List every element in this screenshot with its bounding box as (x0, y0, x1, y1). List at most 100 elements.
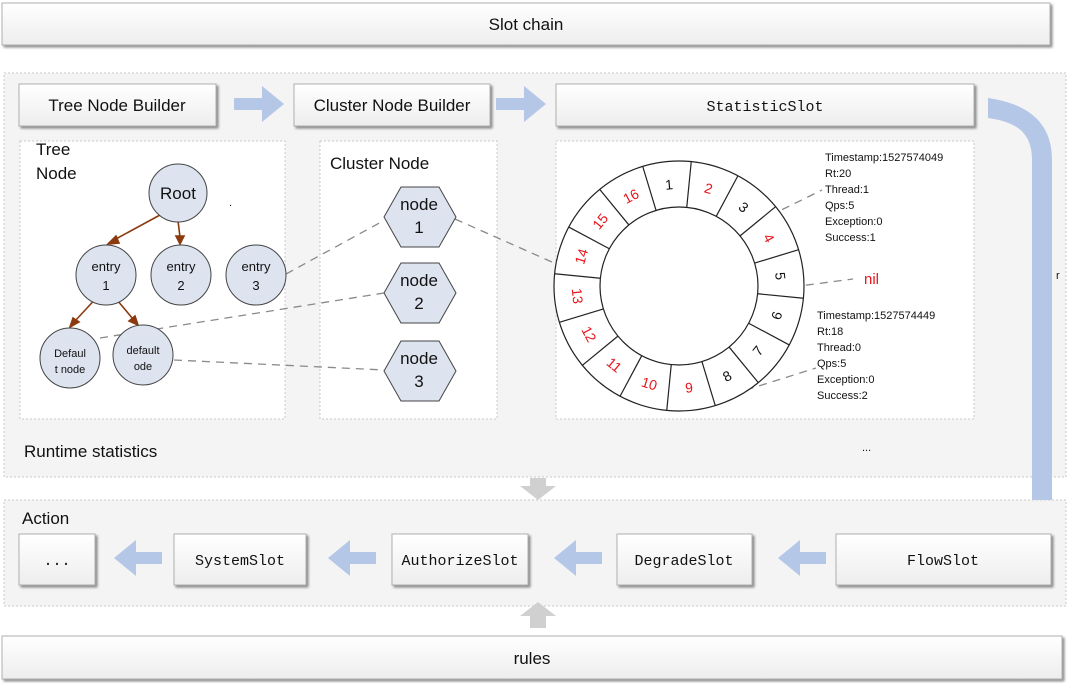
connector-default2-node3 (173, 359, 385, 371)
svg-text:entry: entry (242, 259, 271, 274)
ring-bucket-13: 13 (569, 287, 586, 304)
svg-text:node: node (400, 195, 438, 214)
ring-divider (559, 308, 604, 323)
arrow-rules-to-action (520, 602, 556, 628)
ellipsis-slot-box: ... (18, 533, 96, 586)
cluster-node-3: node 3 (383, 340, 457, 402)
ring-divider (642, 166, 657, 211)
statistic-slot-label: StatisticSlot (706, 99, 823, 116)
rules-label: rules (514, 649, 551, 668)
ring-bucket-9: 9 (684, 379, 694, 396)
runtime-statistics-label: Runtime statistics (24, 442, 157, 461)
ring-divider (666, 364, 672, 411)
stats-bottom-line: Exception:0 (817, 374, 874, 386)
stray-mark: r (1056, 270, 1060, 282)
arrow-flow-to-degrade (778, 540, 826, 576)
connector-node1-ring (454, 218, 571, 271)
stats-bottom-line: Success:2 (817, 390, 868, 402)
ring-divider (728, 346, 759, 384)
tree-edges (68, 214, 186, 329)
svg-text:node: node (400, 349, 438, 368)
cluster-node-1: node 1 (383, 186, 457, 248)
arrow-cluster-to-statistic (496, 86, 546, 122)
flow-slot-box: FlowSlot (835, 533, 1052, 586)
stats-top-line: Success:1 (825, 232, 876, 244)
svg-text:3: 3 (414, 372, 423, 391)
cluster-node-title: Cluster Node (330, 154, 429, 173)
connector-entry3-node1 (285, 220, 384, 275)
ring-bucket-5: 5 (772, 271, 789, 281)
tree-node-builder-label: Tree Node Builder (48, 96, 186, 115)
svg-text:entry: entry (167, 259, 196, 274)
system-slot-box: SystemSlot (173, 533, 307, 586)
ring-divider (686, 161, 692, 208)
stats-top-line: Qps:5 (825, 200, 854, 212)
stats-top-line: Exception:0 (825, 216, 882, 228)
stats-bottom: Timestamp:1527574449 Rt:18 Thread:0 Qps:… (817, 310, 935, 402)
ring-bucket-1: 1 (664, 176, 674, 193)
svg-text:t node: t node (55, 364, 86, 376)
svg-text:Defaul: Defaul (54, 348, 86, 360)
svg-text:ode: ode (134, 361, 152, 373)
ring-bucket-10: 10 (640, 374, 660, 394)
tree-node-default-2: default ode (112, 324, 174, 386)
arrow-statistic-to-flow (988, 98, 1064, 524)
stats-top: Timestamp:1527574049 Rt:20 Thread:1 Qps:… (825, 152, 943, 244)
connector-bucket3-nil (791, 278, 854, 288)
nil-label: nil (864, 271, 879, 288)
action-label: Action (22, 509, 69, 528)
svg-text:1: 1 (102, 278, 109, 293)
ring-divider (554, 273, 601, 279)
svg-text:1: 1 (414, 218, 423, 237)
ring-divider (581, 335, 619, 366)
tree-node-title-line1: Tree (36, 140, 70, 159)
arrow-system-to-ellipsis (114, 540, 162, 576)
stats-top-line: Rt:20 (825, 168, 851, 180)
statistic-slot-box: StatisticSlot (555, 83, 975, 127)
ring-divider (619, 355, 643, 397)
ring-bucket-16: 16 (620, 185, 641, 207)
authorize-slot-label: AuthorizeSlot (401, 553, 518, 570)
stats-bottom-line: Qps:5 (817, 358, 846, 370)
svg-text:Root: Root (160, 184, 196, 203)
stray-dot: . (229, 197, 232, 209)
stats-ellipsis: ... (862, 442, 871, 454)
ring-divider (701, 361, 716, 406)
arrow-degrade-to-authorize (554, 540, 602, 576)
ring-divider (754, 249, 799, 264)
tree-node-default-1: Defaul t node (39, 327, 101, 389)
ring-inner (599, 206, 759, 366)
stats-bottom-line: Timestamp:1527574449 (817, 310, 935, 322)
system-slot-label: SystemSlot (195, 553, 285, 570)
ring-divider (757, 293, 804, 299)
ring-divider (748, 322, 790, 346)
tree-node-root: Root (148, 163, 208, 223)
stats-bottom-line: Thread:0 (817, 342, 861, 354)
authorize-slot-box: AuthorizeSlot (391, 533, 529, 586)
slot-chain-label: Slot chain (489, 15, 564, 34)
ring-divider (739, 206, 777, 237)
ring-bucket-14: 14 (571, 246, 591, 266)
cluster-node-builder-box: Cluster Node Builder (293, 83, 491, 127)
stats-top-line: Thread:1 (825, 184, 869, 196)
tree-node-builder-box: Tree Node Builder (18, 83, 217, 127)
ring-divider (568, 226, 610, 250)
cluster-node-2: node 2 (383, 262, 457, 324)
flow-slot-label: FlowSlot (907, 553, 979, 570)
ring-divider (715, 175, 739, 217)
degrade-slot-box: DegradeSlot (616, 533, 753, 586)
stats-top-line: Timestamp:1527574049 (825, 152, 943, 164)
svg-text:node: node (400, 271, 438, 290)
svg-text:entry: entry (92, 259, 121, 274)
degrade-slot-label: DegradeSlot (634, 553, 733, 570)
ellipsis-slot-label: ... (43, 553, 70, 570)
tree-node-title-line2: Node (36, 164, 77, 183)
connector-bucket1-stats-top (756, 189, 823, 223)
ring-bucket-12: 12 (578, 323, 600, 344)
ring-divider (599, 188, 630, 226)
arrow-tree-to-cluster (234, 86, 284, 122)
tree-node-entry-2: entry 2 (150, 244, 212, 306)
arrow-runtime-to-action (520, 478, 556, 500)
